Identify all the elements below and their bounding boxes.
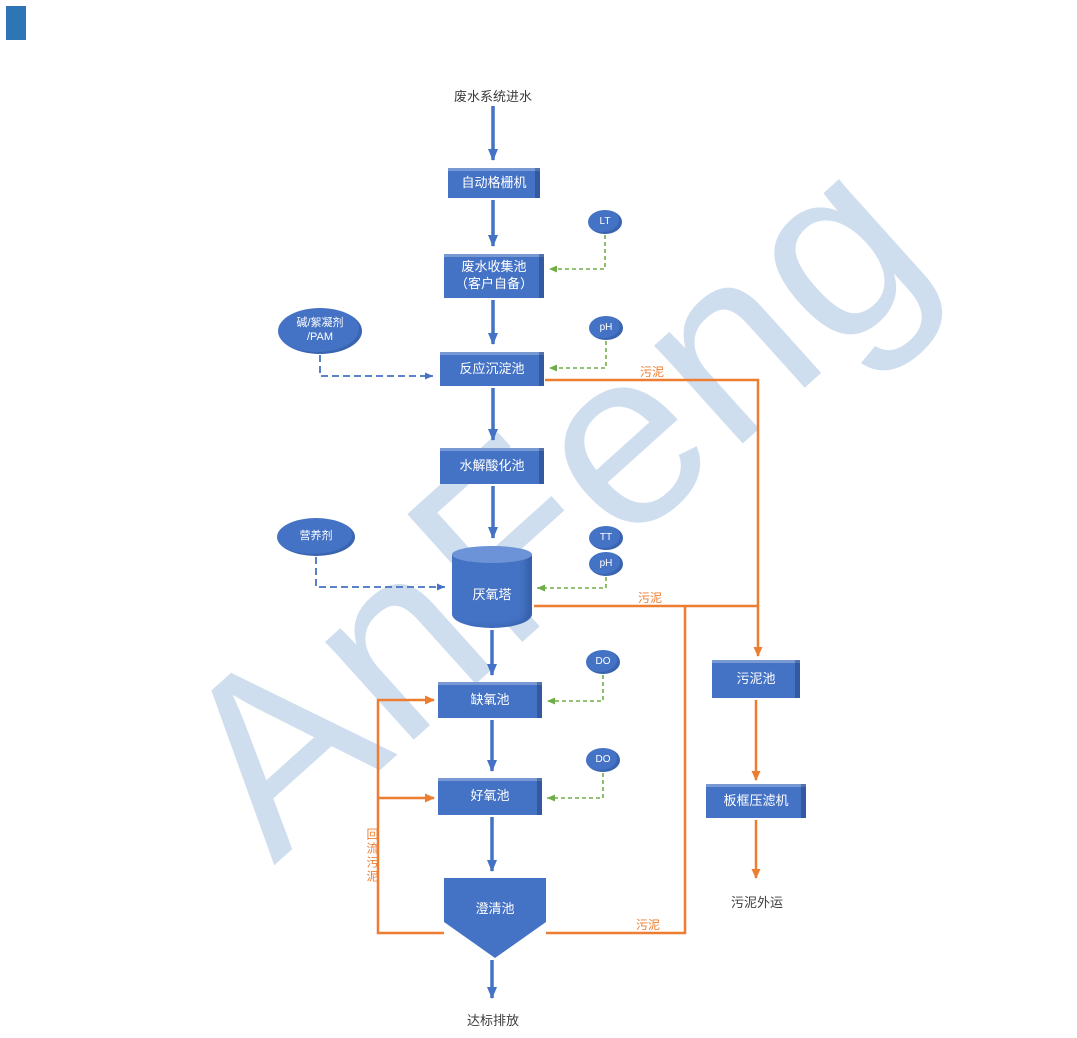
node-bar-screen: 自动格栅机 [448, 168, 540, 198]
dosing-coagulant: 碱/絮凝剂 /PAM [278, 308, 362, 354]
dosing-dashed-arrows [315, 355, 445, 591]
node-label: 好氧池 [470, 788, 510, 804]
node-filter-press: 板框压滤机 [706, 784, 806, 818]
sludge-line-clarifier [546, 606, 687, 935]
instrument-ph-reaction: pH [589, 316, 623, 340]
node-label: （客户自备） [454, 276, 533, 291]
discharge-label: 达标排放 [466, 1013, 519, 1028]
return-sludge-label: 回流污泥 [365, 828, 379, 884]
instrument-label: TT [599, 531, 613, 543]
instrument-dashed-arrows [537, 235, 607, 802]
node-label: 污泥池 [736, 670, 776, 686]
node-reaction-tank: 反应沉淀池 [440, 352, 544, 386]
sludge-label-anaerobic: 污泥 [638, 591, 663, 605]
node-sludge-tank: 污泥池 [712, 660, 800, 698]
node-anaerobic-tower: 厌氧塔 [452, 546, 532, 628]
instrument-label: pH [599, 557, 613, 569]
node-label: 自动格栅机 [461, 174, 527, 190]
dosing-nutrient: 营养剂 [277, 518, 355, 556]
node-anoxic-tank: 缺氧池 [438, 682, 542, 718]
instrument-label: DO [595, 655, 611, 667]
instrument-arrow [549, 235, 606, 273]
node-label: 板框压滤机 [723, 792, 789, 808]
inflow-label: 废水系统进水 [453, 89, 532, 104]
cylinder-top [452, 546, 532, 563]
instrument-arrow [549, 341, 607, 372]
node-label: 澄清池 [475, 901, 515, 916]
instrument-tt: TT [589, 526, 623, 550]
node-hydrolysis-tank: 水解酸化池 [440, 448, 544, 484]
instrument-label: LT [599, 215, 611, 227]
dosing-arrow [319, 355, 433, 380]
instrument-label: pH [599, 321, 613, 333]
instrument-label: DO [595, 753, 611, 765]
sludge-label-clarifier: 污泥 [636, 918, 661, 932]
sludge-out-label: 污泥外运 [730, 895, 783, 910]
node-collection-tank: 废水收集池 （客户自备） [444, 254, 544, 298]
instrument-arrow [547, 773, 604, 802]
node-aerobic-tank: 好氧池 [438, 778, 542, 815]
dosing-label: 碱/絮凝剂 [296, 317, 344, 330]
node-label: 废水收集池 [461, 259, 527, 275]
instrument-ph-anaerobic: pH [589, 552, 623, 576]
node-label: 水解酸化池 [459, 457, 525, 473]
instrument-arrow [537, 577, 607, 592]
instrument-do-anoxic: DO [586, 650, 620, 674]
dosing-arrow [315, 557, 445, 591]
node-label: 厌氧塔 [472, 587, 512, 602]
sludge-line-reaction [545, 378, 763, 657]
sludge-lines [376, 378, 763, 935]
instrument-lt: LT [588, 210, 622, 234]
main-flow-arrows [487, 106, 498, 999]
dosing-label: /PAM [306, 331, 334, 343]
dosing-label: 营养剂 [299, 530, 333, 543]
page-corner-mark [6, 6, 26, 40]
instrument-do-aerobic: DO [586, 748, 620, 772]
node-label: 反应沉淀池 [459, 360, 525, 376]
sludge-label-reaction: 污泥 [640, 365, 665, 379]
cylinder-body [452, 554, 532, 628]
return-sludge-line [376, 695, 444, 935]
instrument-arrow [547, 675, 604, 705]
node-label: 缺氧池 [470, 691, 510, 707]
